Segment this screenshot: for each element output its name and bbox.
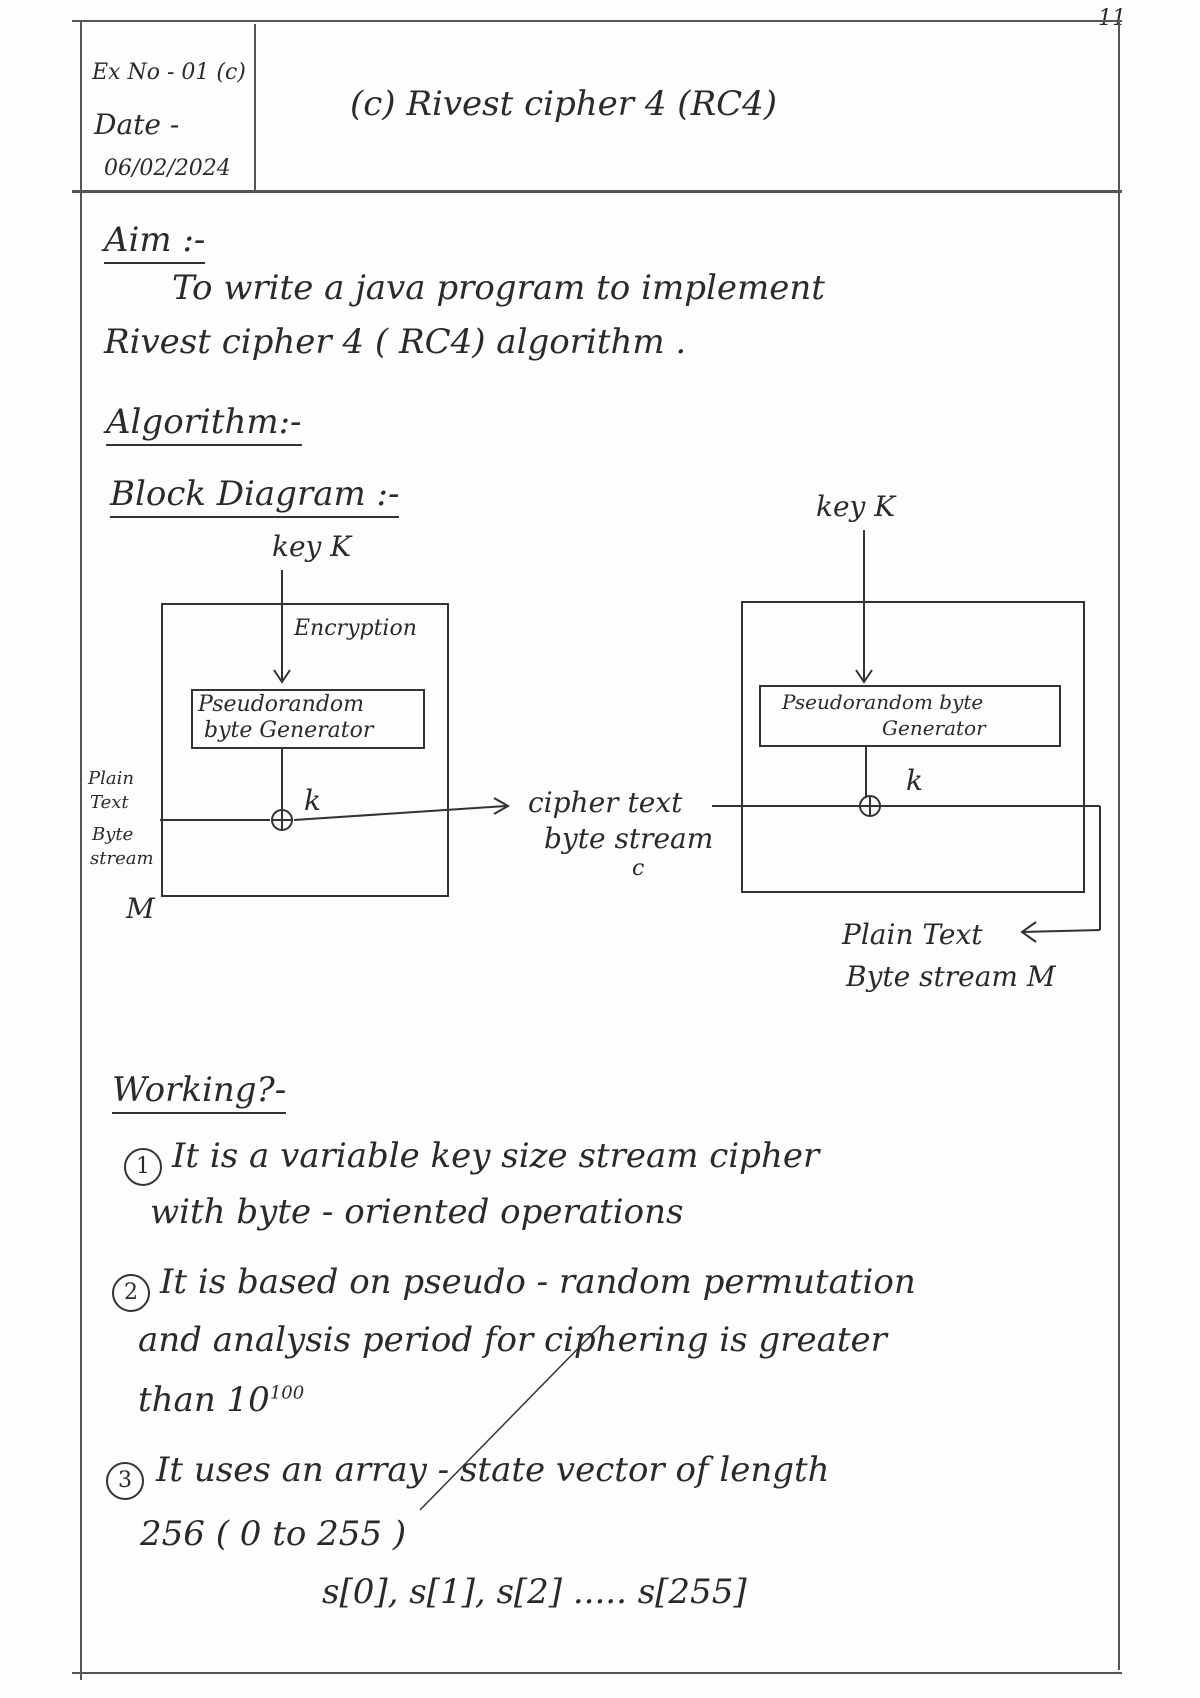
item-1-line2: with byte - oriented operations (150, 1192, 684, 1232)
decryption-box (741, 601, 1085, 893)
left-key-label: key K (272, 530, 352, 563)
plaintext-input-label-3: Byte (92, 824, 134, 845)
right-k-label: k (906, 764, 923, 797)
plaintext-output-label-2: Byte stream M (846, 960, 1056, 993)
item-3-line3: s[0], s[1], s[2] ..... s[255] (322, 1572, 747, 1612)
plaintext-input-label-2: Text (90, 792, 129, 813)
working-heading: Working?- (112, 1070, 287, 1114)
left-generator-line1: Pseudorandom (198, 692, 365, 717)
item-number-2: 2 (112, 1274, 150, 1312)
item-2-line1: It is based on pseudo - random permutati… (160, 1262, 916, 1302)
ciphertext-output-line (293, 805, 507, 821)
algorithm-heading: Algorithm:- (106, 402, 302, 446)
aim-text-line2: Rivest cipher 4 ( RC4) algorithm . (104, 322, 687, 362)
block-diagram-heading: Block Diagram :- (110, 474, 400, 518)
date-value: 06/02/2024 (104, 156, 231, 181)
item-number-3: 3 (106, 1462, 144, 1500)
plaintext-input-label-1: Plain (88, 768, 134, 789)
plaintext-input-label-4: stream (90, 848, 154, 869)
strike-line (419, 1325, 601, 1511)
ciphertext-label-line2: byte stream (544, 822, 714, 855)
right-generator-line1: Pseudorandom byte (782, 690, 984, 714)
item-3-line1: It uses an array - state vector of lengt… (156, 1450, 830, 1490)
left-key-arrowhead (273, 669, 291, 684)
item-2-exponent: 100 (269, 1382, 305, 1404)
encryption-label: Encryption (294, 616, 417, 641)
page-number: 11 (1098, 6, 1126, 31)
aim-text-line1: To write a java program to implement (172, 268, 825, 308)
item-2-line3: than 10100 (138, 1380, 304, 1420)
item-3-line2: 256 ( 0 to 255 ) (140, 1514, 407, 1554)
right-key-label: key K (816, 490, 896, 523)
plaintext-output-label-1: Plain Text (842, 918, 983, 951)
item-2-line2: and analysis period for ciphering is gre… (138, 1320, 887, 1360)
item-number-1: 1 (124, 1148, 162, 1186)
exercise-number: Ex No - 01 (c) (92, 60, 246, 85)
aim-heading: Aim :- (104, 220, 206, 264)
ciphertext-label-line3: c (632, 856, 645, 881)
left-generator-line2: byte Generator (204, 718, 374, 743)
item-2-base: than 10 (138, 1380, 270, 1420)
right-generator-box (759, 685, 1061, 747)
left-generator-box (191, 689, 425, 749)
ciphertext-label-line1: cipher text (528, 786, 683, 819)
item-1-line1: It is a variable key size stream cipher (172, 1136, 820, 1176)
right-key-arrowhead (855, 669, 873, 684)
right-generator-line2: Generator (882, 716, 986, 740)
date-label: Date - (94, 108, 180, 141)
page-title: (c) Rivest cipher 4 (RC4) (350, 84, 778, 124)
plaintext-output-arrowhead (1020, 921, 1037, 943)
plaintext-input-m: M (126, 892, 155, 925)
encryption-box (161, 603, 449, 897)
ciphertext-arrowhead (493, 797, 511, 815)
left-k-label: k (304, 784, 321, 817)
